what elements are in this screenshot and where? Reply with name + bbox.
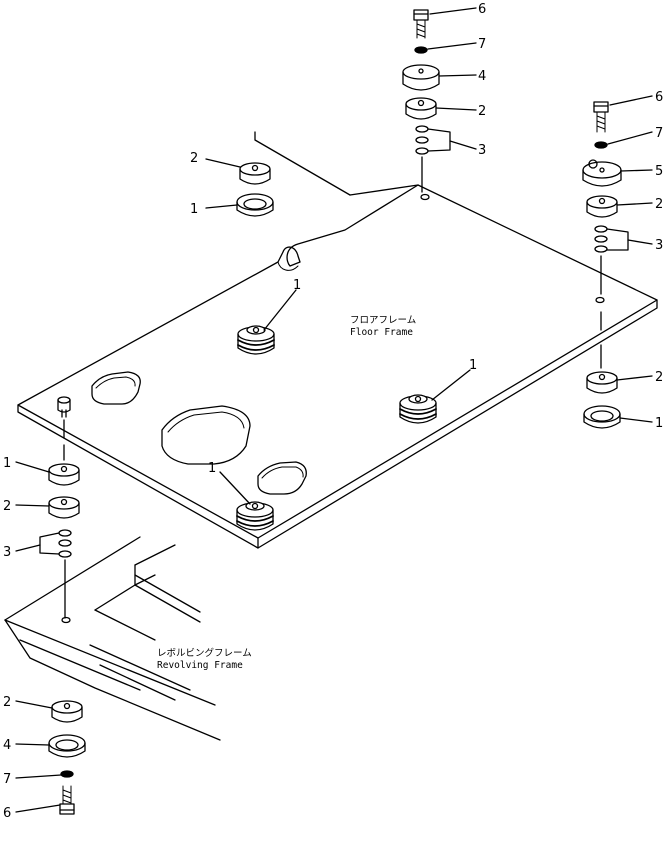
floor-frame-label-jp: フロアフレーム (350, 315, 416, 326)
callout-right-low-1: 1 (655, 416, 663, 431)
callout-top-7: 7 (478, 37, 486, 52)
callout-right-7: 7 (655, 126, 663, 141)
callout-top-4: 4 (478, 69, 486, 84)
plate-cutout-center (161, 405, 251, 465)
right-upper-stack (582, 101, 622, 295)
mount-center (237, 325, 275, 355)
callout-bl-3: 3 (3, 545, 11, 560)
bottom-stack (48, 700, 86, 815)
plate-bolt-left (57, 396, 71, 418)
callout-right-5: 5 (655, 164, 663, 179)
callout-bl-2: 2 (3, 499, 11, 514)
callout-top-2: 2 (478, 104, 486, 119)
mount-middle (399, 394, 437, 424)
callout-middle-1: 1 (469, 358, 477, 373)
bottom-left-stack (48, 419, 80, 624)
top-stack (402, 9, 440, 193)
callout-bottom-4: 4 (3, 738, 11, 753)
plate-cutout-right (257, 461, 307, 495)
callout-front-1: 1 (208, 461, 216, 476)
revolving-frame-label-en: Revolving Frame (157, 660, 243, 671)
callout-bl-1: 1 (3, 456, 11, 471)
callout-left-2: 2 (190, 151, 198, 166)
callout-bottom-6: 6 (3, 806, 11, 821)
revolving-frame (4, 536, 221, 741)
callout-right-6: 6 (655, 90, 663, 105)
callout-left-1: 1 (190, 202, 198, 217)
callout-top-3: 3 (478, 143, 486, 158)
callout-center-1: 1 (293, 278, 301, 293)
revolving-frame-label-jp: レボルビングフレーム (157, 647, 252, 659)
floor-frame-plate (17, 131, 658, 549)
plate-cutout-left (91, 371, 141, 405)
left-stack (236, 162, 274, 217)
mount-front (236, 501, 274, 531)
leader-lines (15, 7, 653, 813)
callout-top-6: 6 (478, 2, 486, 17)
callout-right-3: 3 (655, 238, 663, 253)
callout-bottom-7: 7 (3, 772, 11, 787)
callout-bottom-2: 2 (3, 695, 11, 710)
callout-right-2: 2 (655, 197, 663, 212)
right-lower-stack (583, 311, 621, 429)
floor-frame-label-en: Floor Frame (350, 327, 413, 338)
callout-right-low-2: 2 (655, 370, 663, 385)
